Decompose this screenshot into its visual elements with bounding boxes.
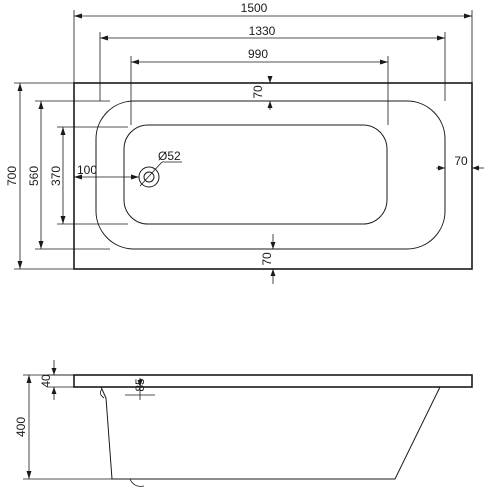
label-right-rim: 70 bbox=[454, 154, 468, 168]
tub-body-profile bbox=[100, 386, 441, 480]
label-rim-thickness: 40 bbox=[39, 374, 53, 388]
label-bottom-rim: 70 bbox=[260, 252, 274, 266]
label-basin-width: 370 bbox=[49, 166, 63, 186]
dim-bottom-rim: 70 bbox=[260, 234, 276, 284]
dim-basin-length: 990 bbox=[130, 47, 389, 125]
label-inner-width: 560 bbox=[27, 166, 41, 186]
dim-right-rim: 70 bbox=[436, 154, 484, 171]
tub-rim-profile bbox=[73, 374, 473, 388]
dim-inner-width: 560 bbox=[27, 100, 110, 250]
label-depth: 400 bbox=[14, 417, 28, 437]
drain-stub-top bbox=[100, 388, 105, 399]
label-overall-width: 700 bbox=[5, 166, 19, 186]
label-basin-length: 990 bbox=[248, 47, 268, 61]
label-inner-length: 1330 bbox=[249, 24, 276, 38]
dim-side-detail: 85 bbox=[125, 378, 155, 400]
dim-overall-width: 700 bbox=[5, 82, 74, 270]
label-top-rim: 70 bbox=[251, 85, 265, 99]
dim-drain-diameter: Ø52 bbox=[139, 149, 182, 187]
dim-inner-length: 1330 bbox=[99, 24, 446, 101]
drain-inner bbox=[143, 171, 155, 183]
drain-stub-bottom bbox=[129, 478, 145, 487]
tub-inner-outline bbox=[95, 100, 446, 250]
tub-basin-outline bbox=[123, 124, 388, 225]
dim-top-rim: 70 bbox=[251, 76, 273, 110]
dim-basin-width: 370 bbox=[49, 126, 128, 225]
dim-depth: 400 bbox=[14, 374, 112, 480]
dim-rim-thickness: 40 bbox=[39, 360, 74, 400]
dim-drain-offset: 100 bbox=[74, 163, 139, 180]
label-drain-diameter: Ø52 bbox=[158, 149, 181, 163]
label-side-detail: 85 bbox=[133, 378, 147, 392]
label-overall-length: 1500 bbox=[241, 1, 268, 15]
dim-overall-length: 1500 bbox=[73, 1, 473, 83]
label-drain-offset: 100 bbox=[77, 163, 97, 177]
